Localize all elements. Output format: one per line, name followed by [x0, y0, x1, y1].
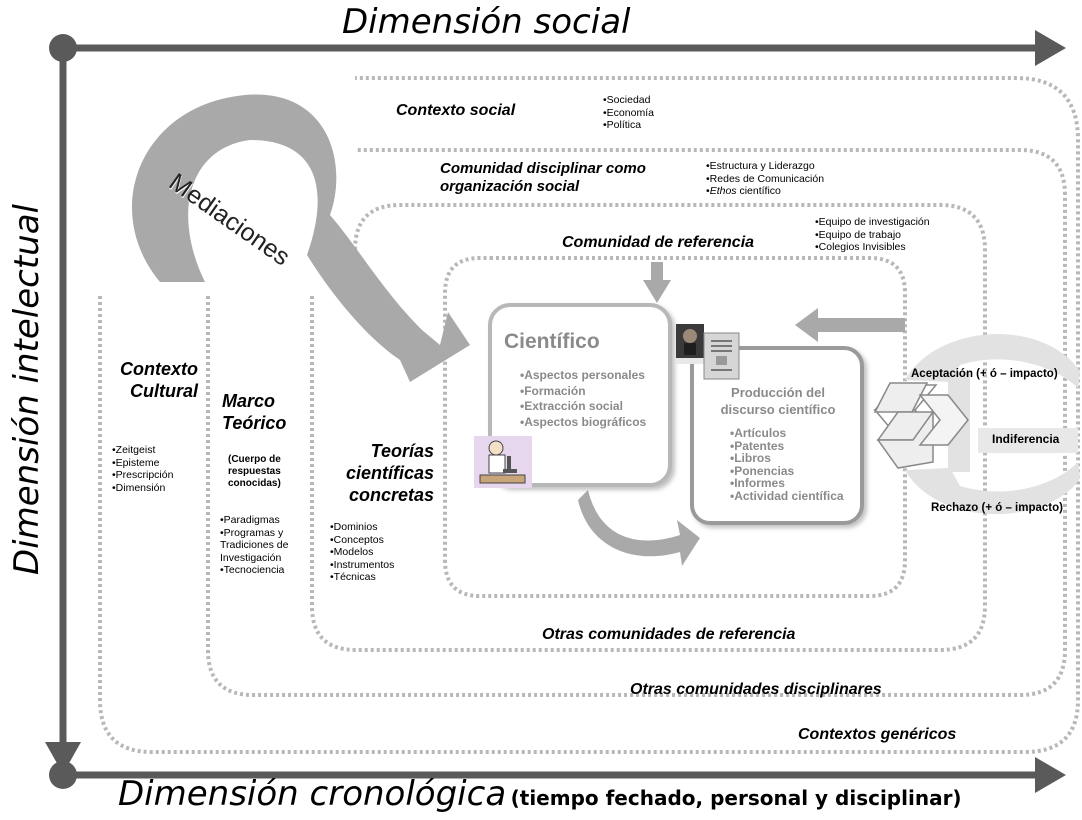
produccion-list: •Artículos •Patentes •Libros •Ponencias …: [730, 427, 844, 502]
list-item: •Sociedad: [603, 94, 651, 106]
label-line: Teorías: [370, 441, 434, 461]
outcome-indiferencia: Indiferencia: [992, 432, 1060, 446]
note-line: respuestas: [228, 466, 281, 477]
label-line: Teórico: [222, 413, 287, 433]
label-line: Marco: [222, 391, 276, 411]
ethos-word: Ethos: [709, 185, 737, 197]
list-item: •Paradigmas: [220, 514, 280, 526]
list-item: •Equipo de investigación: [815, 216, 930, 228]
list-item: •Aspectos biográficos: [520, 414, 647, 429]
axis-title-chrono-sub: (tiempo fechado, personal y disciplinar): [510, 786, 962, 810]
outcome-aceptacion: Aceptación (+ ó – impacto): [911, 368, 1058, 380]
list-item: •Conceptos: [330, 533, 384, 546]
label-line: Cultural: [129, 381, 198, 401]
list-item: •Episteme: [112, 456, 160, 469]
list-item: •Zeitgeist: [112, 444, 156, 456]
contextos-genericos-label: Contextos genéricos: [798, 726, 957, 743]
axis-title-social: Dimensión social: [342, 2, 631, 42]
comunidad-disciplinar-list: •Estructura y Liderazgo •Redes de Comuni…: [706, 160, 824, 198]
title-line: Producción del: [731, 385, 825, 400]
mediaciones-arrow: [131, 94, 470, 382]
descartes-portrait-icon: [676, 324, 704, 364]
list-item: •Artículos: [730, 426, 787, 440]
comunidad-referencia-label: Comunidad de referencia: [562, 234, 755, 251]
book-cover-icon: [703, 332, 740, 380]
outcome-rechazo: Rechazo (+ ó – impacto): [931, 502, 1063, 514]
list-item: •Formación: [520, 383, 586, 398]
label-line: Comunidad disciplinar como: [440, 160, 646, 177]
list-item: •Tecnociencia: [220, 564, 285, 576]
frame-contextos-genericos: [98, 76, 1080, 754]
marco-teorico-note: (Cuerpo de respuestas conocidas): [228, 454, 281, 490]
list-item: •Redes de Comunicación: [706, 172, 825, 185]
item-rest: científico: [736, 185, 781, 197]
contexto-social-list: •Sociedad •Economía •Política: [603, 94, 654, 132]
outcome-cycle: [873, 334, 1080, 515]
label-line: organización social: [440, 178, 580, 195]
marco-teorico-label: Marco Teórico: [222, 390, 286, 434]
bullet: •: [706, 185, 710, 197]
scientist-microscope-icon: [474, 436, 532, 488]
list-item: •Economía: [603, 106, 654, 119]
list-item: •Ponencias: [730, 463, 795, 478]
frame-comunidad-referencia: [443, 256, 907, 598]
list-item: •Ethos científico: [706, 185, 824, 198]
contexto-cultural-list: •Zeitgeist •Episteme •Prescripción •Dime…: [112, 444, 173, 494]
label-line: concretas: [348, 485, 434, 505]
axes: [45, 30, 1066, 793]
list-item: Tradiciones de: [220, 539, 289, 551]
label-line: científicas: [345, 463, 434, 483]
list-item: Investigación: [220, 551, 282, 564]
comunidad-disciplinar-label: Comunidad disciplinar como organización …: [440, 160, 646, 196]
list-item: •Libros: [730, 451, 771, 465]
list-item: •Dominios: [330, 521, 378, 533]
list-item: •Estructura y Liderazgo: [706, 160, 815, 172]
small-arrows: [578, 262, 905, 566]
otras-comunidades-referencia-label: Otras comunidades de referencia: [542, 626, 796, 643]
list-item: •Informes: [730, 476, 785, 490]
list-item: •Técnicas: [330, 571, 376, 583]
list-item: •Equipo de trabajo: [815, 228, 901, 241]
list-item: •Política: [603, 119, 642, 131]
axis-title-chrono-group: Dimensión cronológica (tiempo fechado, p…: [118, 774, 962, 814]
list-item: •Extracción social: [520, 399, 623, 413]
marco-teorico-list: •Paradigmas •Programas y Tradiciones de …: [220, 514, 288, 577]
produccion-box: [690, 346, 864, 525]
cientifico-title: Científico: [504, 330, 600, 353]
produccion-title: Producción del discurso científico: [700, 384, 856, 418]
list-item: •Aspectos personales: [520, 368, 645, 382]
list-item: •Programas y: [220, 526, 284, 539]
list-item: •Instrumentos: [330, 558, 395, 571]
axis-title-chrono: Dimensión cronológica: [118, 774, 507, 814]
contexto-social-label: Contexto social: [396, 102, 516, 119]
cientifico-box: [488, 303, 672, 487]
list-item: •Modelos: [330, 546, 374, 558]
comunidad-referencia-list: •Equipo de investigación •Equipo de trab…: [815, 216, 930, 254]
teorias-list: •Dominios •Conceptos •Modelos •Instrumen…: [330, 521, 394, 584]
frame-otras-referencia: [310, 203, 987, 652]
contexto-cultural-label: Contexto Cultural: [112, 358, 198, 402]
teorias-label: Teorías científicas concretas: [334, 440, 434, 506]
label-line: Contexto: [120, 359, 198, 379]
title-line: discurso científico: [720, 402, 836, 417]
otras-comunidades-disciplinares-label: Otras comunidades disciplinares: [630, 681, 882, 698]
list-item: •Actividad científica: [730, 488, 844, 503]
frame-otras-disciplinares: [206, 148, 1067, 697]
note-line: conocidas): [228, 478, 281, 489]
list-item: •Prescripción: [112, 469, 174, 481]
cientifico-list: •Aspectos personales •Formación •Extracc…: [520, 368, 646, 430]
list-item: •Patentes: [730, 438, 785, 453]
axis-title-intellectual: Dimensión intelectual: [7, 204, 47, 575]
list-item: •Dimensión: [112, 481, 166, 494]
list-item: •Colegios Invisibles: [815, 241, 906, 253]
note-line: (Cuerpo de: [228, 454, 281, 465]
